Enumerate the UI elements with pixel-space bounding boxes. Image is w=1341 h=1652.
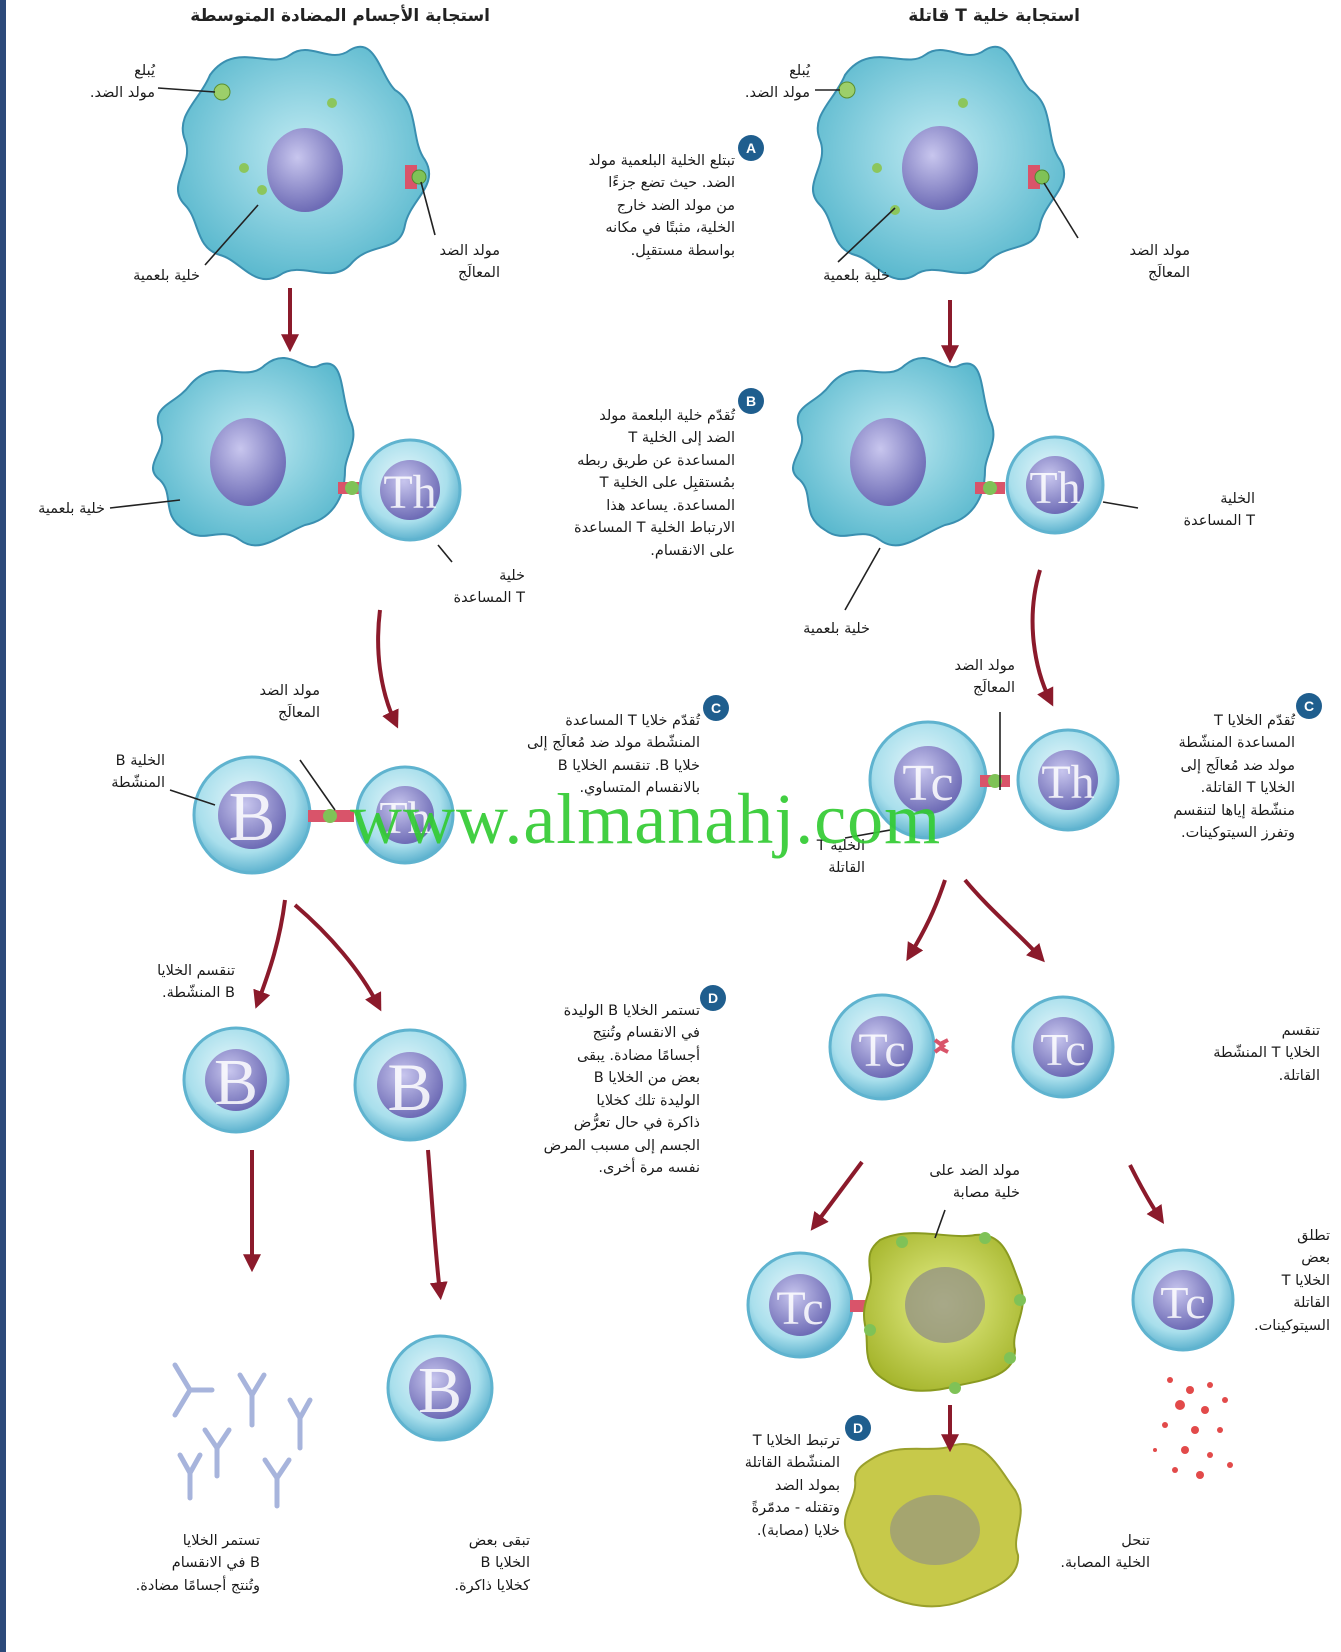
label-antibody-production: تستمر الخلايا B في الانقسام وتُنتج أجسام… bbox=[70, 1530, 260, 1597]
label-infected-cell-dissolves: تنحل الخلية المصابة. bbox=[1040, 1530, 1150, 1575]
label-helper-t-left: خلية T المساعدة bbox=[420, 565, 525, 610]
step-badge-d-right: D bbox=[845, 1415, 871, 1441]
letter-b-daughter-2: B bbox=[387, 1049, 432, 1125]
step-badge-a: A bbox=[738, 135, 764, 161]
phagocyte-left-b bbox=[153, 358, 353, 545]
letter-b-daughter-1: B bbox=[214, 1046, 258, 1119]
phagocyte-right-a bbox=[813, 47, 1064, 279]
receptor-left-c bbox=[308, 809, 354, 823]
phagocyte-left-a bbox=[178, 47, 429, 279]
letter-th-left-b: Th bbox=[383, 466, 436, 519]
label-b-cells-divide: تنقسم الخلايا B المنشّطة. bbox=[120, 960, 235, 1005]
label-memory-cells: تبقى بعض الخلايا B كخلايا ذاكرة. bbox=[420, 1530, 530, 1597]
label-processed-antigen-left-c: مولد الضد المعالَج bbox=[230, 680, 320, 725]
letter-b-activated: B bbox=[229, 779, 276, 856]
heading-killer-t-response: استجابة خلية T قاتلة bbox=[850, 6, 1080, 26]
receptor-right-b bbox=[975, 481, 1005, 495]
letter-tc-binding: Tc bbox=[776, 1282, 823, 1335]
letter-tc-cytokine: Tc bbox=[1160, 1277, 1205, 1328]
label-processed-antigen-left-a: مولد الضد المعالَج bbox=[420, 240, 500, 285]
antibodies-cluster bbox=[175, 1365, 310, 1506]
letter-th-right-b: Th bbox=[1029, 462, 1080, 513]
label-processed-antigen-right-a: مولد الضد المعالَج bbox=[1100, 240, 1190, 285]
step-b-description: تُقدّم خلية البلعمة مولد الضد إلى الخلية… bbox=[505, 405, 735, 562]
infected-cell bbox=[864, 1232, 1026, 1394]
heading-antibody-response: استجابة الأجسام المضادة المتوسطة bbox=[170, 6, 490, 26]
step-badge-c-left: C bbox=[703, 695, 729, 721]
cytokine-dots bbox=[1153, 1377, 1233, 1479]
watermark: www.almanahj.com bbox=[350, 778, 941, 861]
step-d-left-description: تستمر الخلايا B الوليدة في الانقسام وتُن… bbox=[475, 1000, 700, 1180]
label-activated-b-cell: الخلية B المنشّطة bbox=[85, 750, 165, 795]
receptor-right-c bbox=[980, 774, 1010, 788]
letter-tc-daughter-1: Tc bbox=[858, 1024, 905, 1077]
letter-b-memory: B bbox=[418, 1354, 462, 1427]
label-antigen-on-infected-cell: مولد الضد على خلية مصابة bbox=[885, 1160, 1020, 1205]
phagocyte-right-b bbox=[793, 358, 993, 545]
label-cytokine-release: تطلق بعض الخلايا T القاتلة السيتوكينات. bbox=[1235, 1225, 1330, 1337]
label-killer-t-divide: تنقسم الخلايا T المنشّطة القاتلة. bbox=[1180, 1020, 1320, 1087]
label-engulf-right: يُبلع مولد الضد. bbox=[705, 60, 810, 105]
label-processed-antigen-right-c: مولد الضد المعالَج bbox=[925, 655, 1015, 700]
label-phagocyte-right-a: خلية بلعمية bbox=[790, 265, 890, 287]
label-phagocyte-right-b: خلية بلعمية bbox=[770, 618, 870, 640]
letter-th-right-c: Th bbox=[1041, 756, 1094, 809]
step-badge-c-right: C bbox=[1296, 693, 1322, 719]
letter-tc-daughter-2: Tc bbox=[1040, 1024, 1085, 1075]
step-badge-b: B bbox=[738, 388, 764, 414]
step-a-description: تبتلع الخلية البلعمية مولد الضد. حيث تضع… bbox=[525, 150, 735, 262]
dissolving-cell bbox=[845, 1444, 1021, 1606]
step-c-right-description: تُقدّم الخلايا T المساعدة المنشّطة مولد … bbox=[1110, 710, 1295, 845]
label-phagocyte-left-a: خلية بلعمية bbox=[100, 265, 200, 287]
step-badge-d-left: D bbox=[700, 985, 726, 1011]
label-engulf-left: يُبلع مولد الضد. bbox=[40, 60, 155, 105]
step-d-right-description: ترتبط الخلايا T المنشّطة القاتلة بمولد ا… bbox=[700, 1430, 840, 1542]
label-phagocyte-left-b: خلية بلعمية bbox=[10, 498, 105, 520]
label-helper-t-right: الخلية T المساعدة bbox=[1145, 488, 1255, 533]
